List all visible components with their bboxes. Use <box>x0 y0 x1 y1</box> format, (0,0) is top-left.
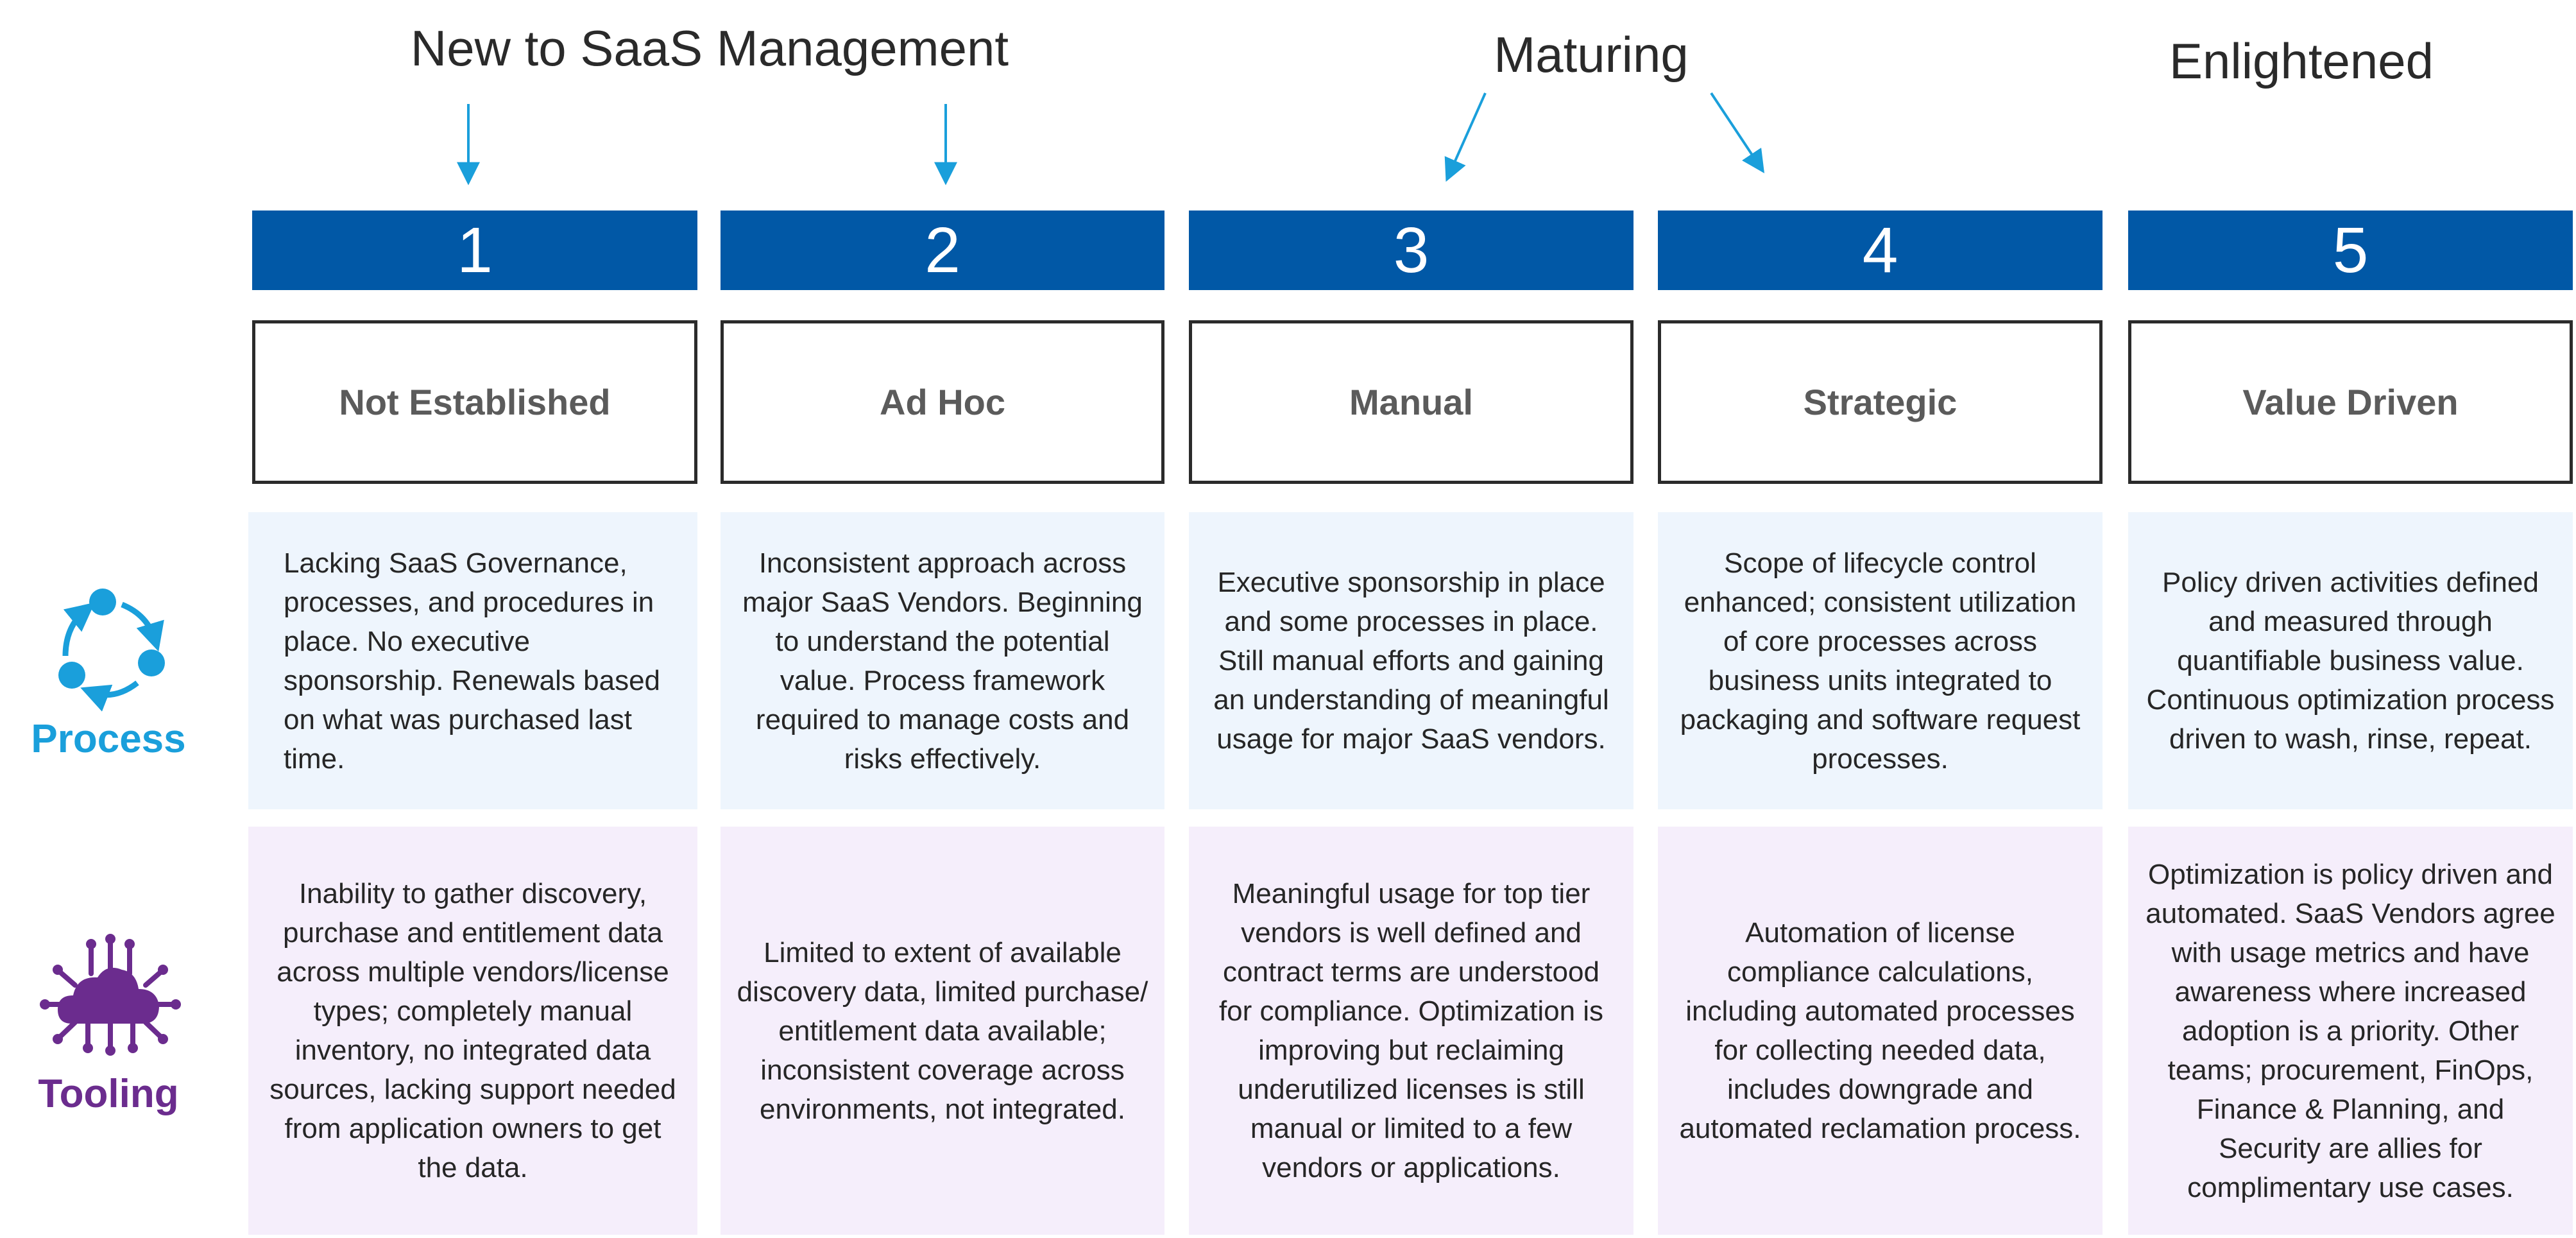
level-title-2: Ad Hoc <box>721 320 1164 484</box>
process-row-label: Process <box>31 717 186 761</box>
tooling-cell-1: Inability to gather discovery, purchase … <box>248 827 697 1235</box>
arrow-to-level-3 <box>1444 92 1487 182</box>
stage-arrows <box>457 92 1764 185</box>
level-number-2: 2 <box>721 211 1164 290</box>
tooling-cell-2: Limited to extent of available discovery… <box>721 827 1164 1235</box>
process-cell-3: Executive sponsorship in place and some … <box>1189 512 1633 809</box>
process-cell-1: Lacking SaaS Governance, processes, and … <box>248 512 697 809</box>
stage-heading-maturing: Maturing <box>1494 26 1689 83</box>
level-number-1: 1 <box>252 211 697 290</box>
process-cell-2: Inconsistent approach across major SaaS … <box>721 512 1164 809</box>
cloud-network-icon <box>40 934 181 1056</box>
level-title-5: Value Driven <box>2128 320 2573 484</box>
level-number-5: 5 <box>2128 211 2573 290</box>
level-title-1: Not Established <box>252 320 697 484</box>
tooling-row-label: Tooling <box>38 1072 179 1116</box>
cycle-arrows-icon <box>58 589 165 712</box>
tooling-cell-3: Meaningful usage for top tier vendors is… <box>1189 827 1633 1235</box>
tooling-cell-4: Automation of license compliance calcula… <box>1658 827 2103 1235</box>
level-number-4: 4 <box>1658 211 2103 290</box>
stage-heading-new: New to SaaS Management <box>410 20 1009 76</box>
stage-heading-enlightened: Enlightened <box>2169 33 2434 89</box>
tooling-cell-5: Optimization is policy driven and automa… <box>2128 827 2573 1235</box>
arrow-to-level-4 <box>1710 92 1764 173</box>
process-cell-5: Policy driven activities defined and mea… <box>2128 512 2573 809</box>
level-number-3: 3 <box>1189 211 1633 290</box>
level-title-4: Strategic <box>1658 320 2103 484</box>
level-title-3: Manual <box>1189 320 1633 484</box>
process-cell-4: Scope of lifecycle control enhanced; con… <box>1658 512 2103 809</box>
